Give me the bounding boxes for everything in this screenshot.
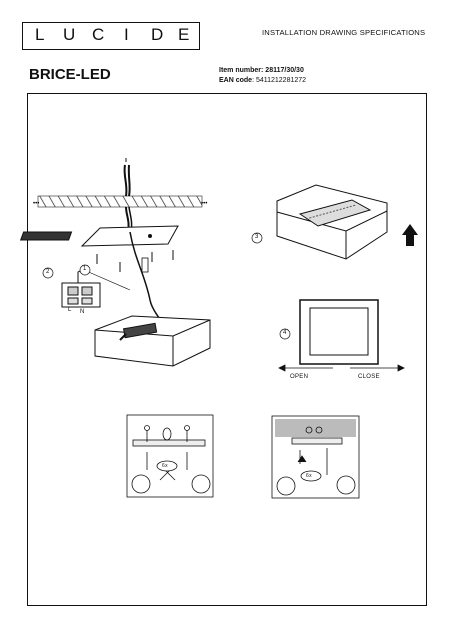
driver-cable-illustration	[129, 231, 161, 321]
right-inset-badge: 6x	[306, 473, 312, 479]
ean-code: 5411212281272	[255, 77, 307, 84]
svg-text:•••: •••	[33, 201, 39, 207]
step-number-circles	[42, 232, 291, 340]
close-label: CLOSE	[358, 374, 380, 380]
live-wire-label: L	[68, 307, 72, 313]
ean-label: EAN code	[219, 77, 253, 84]
screws-illustration	[96, 250, 174, 272]
document-type: INSTALLATION DRAWING SPECIFICATIONS	[262, 28, 426, 37]
brand-logo: L U C I D E	[22, 22, 200, 50]
step-1-label: 1	[83, 266, 87, 272]
fixture-front-view-illustration	[299, 299, 379, 365]
logo-letter: C	[92, 25, 105, 44]
fixture-box-illustration	[94, 315, 211, 367]
item-number-label: Item number	[219, 67, 262, 74]
mounting-plate-illustration	[19, 225, 179, 247]
step-4-label: 4	[283, 330, 287, 336]
step-2-label: 2	[46, 269, 50, 275]
logo-letter: D	[151, 25, 164, 44]
arrow-up-icon	[402, 224, 418, 246]
neutral-wire-label: N	[80, 309, 85, 315]
fixture-top-view-illustration	[276, 184, 388, 260]
svg-text:•••: •••	[201, 201, 207, 207]
logo-letter: I	[124, 25, 129, 44]
mounting-detail-inset-left	[126, 414, 214, 498]
slide-arrows-icon	[278, 364, 405, 372]
logo-letter: L	[35, 25, 45, 44]
drawing-frame	[27, 93, 427, 606]
connector-block-illustration	[61, 267, 131, 308]
ean-line: EAN code: 5411212281272	[219, 77, 307, 84]
logo-letter: U	[63, 25, 76, 44]
logo-letter: E	[178, 25, 190, 44]
item-number-line: Item number: 28117/30/30	[219, 67, 304, 74]
step-3-label: 3	[255, 234, 259, 240]
left-inset-badge: 6x	[162, 463, 168, 469]
open-label: OPEN	[290, 374, 309, 380]
product-name: BRICE-LED	[29, 66, 111, 83]
item-number: 28117/30/30	[265, 67, 304, 74]
ceiling-illustration: ••• •••	[33, 195, 207, 208]
product-meta: Item number: 28117/30/30 EAN code: 54112…	[219, 66, 306, 86]
supply-cable-illustration	[123, 158, 133, 233]
mounting-detail-inset-right	[271, 415, 360, 499]
